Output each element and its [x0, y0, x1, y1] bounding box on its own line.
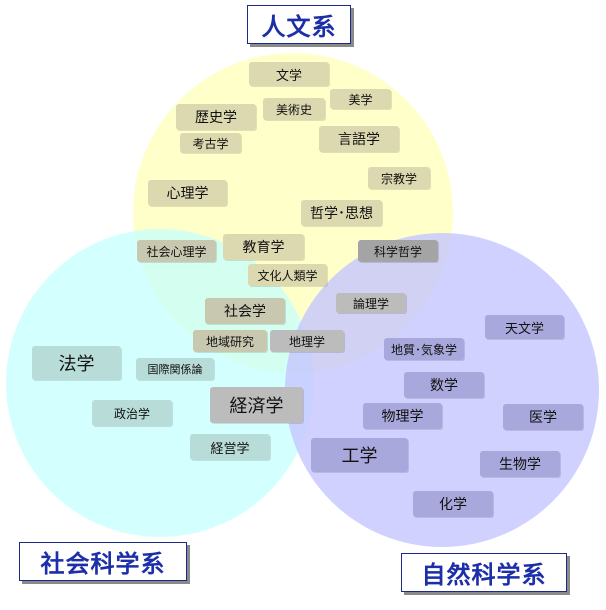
label-kougaku: 工学 [311, 438, 408, 472]
label-koukogaku: 考古学 [180, 133, 241, 153]
label-kagakutetsugaku: 科学哲学 [358, 240, 438, 262]
label-shuukyougaku: 宗教学 [368, 167, 430, 189]
label-kokusaikankeiron: 国際関係論 [136, 358, 214, 380]
label-shakaigaku: 社会学 [205, 298, 285, 324]
label-shinrigaku: 心理学 [148, 180, 227, 206]
natural-sciences-title: 自然科学系 [401, 553, 567, 592]
label-chiikikenkyuu: 地域研究 [193, 330, 267, 352]
label-rongaku: 論理学 [336, 293, 406, 313]
label-bunkajinruigaku: 文化人類学 [248, 264, 327, 286]
social-sciences-title: 社会科学系 [19, 542, 187, 581]
label-seijigaku: 政治学 [92, 400, 172, 426]
label-bigaku: 美学 [330, 89, 391, 109]
label-keizaigaku: 経済学 [210, 387, 303, 423]
label-suugaku: 数学 [404, 372, 484, 398]
label-tenmongaku: 天文学 [485, 315, 564, 339]
label-seibutsugaku: 生物学 [480, 451, 560, 477]
label-bungaku: 文学 [249, 62, 329, 86]
label-rekishigaku: 歴史学 [176, 104, 256, 130]
label-tetsugaku: 哲学･思想 [301, 200, 382, 226]
label-keieigaku: 経営学 [190, 434, 270, 460]
label-shakaishinrigaku: 社会心理学 [137, 240, 216, 262]
label-kyouikugaku: 教育学 [223, 234, 304, 260]
label-chirigaku: 地理学 [270, 330, 344, 352]
label-igaku: 医学 [503, 404, 583, 430]
label-hougaku: 法学 [32, 346, 121, 380]
label-bijutsushi: 美術史 [263, 98, 325, 120]
label-gengogaku: 言語学 [319, 126, 399, 152]
humanities-title: 人文系 [247, 5, 351, 44]
label-kagaku: 化学 [413, 491, 493, 517]
label-butsurigaku: 物理学 [363, 403, 442, 429]
label-chishitsu: 地質･気象学 [384, 338, 464, 360]
